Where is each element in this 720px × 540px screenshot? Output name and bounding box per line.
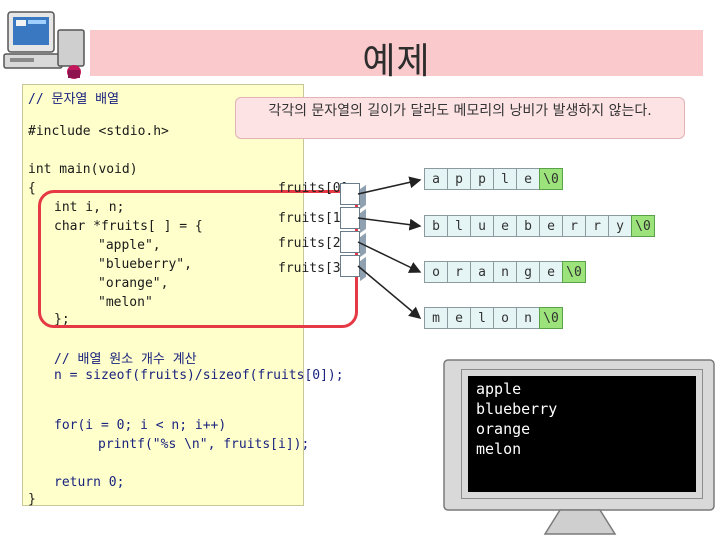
- code-close-init: };: [54, 312, 70, 327]
- char-cell: l: [493, 168, 517, 190]
- code-printf-line: printf("%s \n", fruits[i]);: [98, 437, 310, 452]
- null-terminator-cell: \0: [539, 307, 563, 329]
- console-output-screen: apple blueberry orange melon: [462, 370, 702, 498]
- pointer-cell-3: [340, 255, 360, 277]
- output-line-1: apple: [476, 380, 522, 398]
- output-line-3: orange: [476, 420, 531, 438]
- output-line-2: blueberry: [476, 400, 558, 418]
- code-close-brace: }: [28, 492, 36, 507]
- char-cell: l: [470, 307, 494, 329]
- char-cell: o: [493, 307, 517, 329]
- char-cell: e: [447, 307, 471, 329]
- char-cell: r: [585, 215, 609, 237]
- code-panel: [22, 84, 304, 506]
- code-char-decl-line: char *fruits[ ] = {: [54, 219, 203, 234]
- code-open-brace: {: [28, 181, 36, 196]
- arrow-2: [357, 241, 422, 273]
- code-comment-line: // 문자열 배열: [28, 92, 120, 107]
- char-cell: g: [516, 261, 540, 283]
- title-banner: 예제: [90, 30, 703, 82]
- pointer-label-1: fruits[1]: [278, 211, 349, 226]
- char-cell: b: [424, 215, 448, 237]
- code-for-line: for(i = 0; i < n; i++): [54, 418, 227, 433]
- pointer-cell-2: [340, 231, 360, 253]
- code-comment-count: // 배열 원소 개수 계산: [54, 352, 197, 367]
- char-cell: u: [470, 215, 494, 237]
- callout-box: 각각의 문자열의 길이가 달라도 메모리의 낭비가 발생하지 않는다.: [235, 97, 685, 139]
- arrow-0: [357, 176, 422, 195]
- pointer-label-0: fruits[0]: [278, 181, 349, 196]
- char-cell: e: [539, 261, 563, 283]
- arrow-1: [357, 217, 422, 231]
- char-cell: r: [562, 215, 586, 237]
- null-terminator-cell: \0: [539, 168, 563, 190]
- pointer-label-2: fruits[2]: [278, 236, 349, 251]
- char-cell: n: [516, 307, 540, 329]
- char-cell: r: [447, 261, 471, 283]
- code-item-melon: "melon": [98, 295, 153, 310]
- char-cell: o: [424, 261, 448, 283]
- computer-clipart-icon: [3, 11, 85, 79]
- code-return-line: return 0;: [54, 475, 125, 490]
- char-cell: e: [539, 215, 563, 237]
- pointer-cell-0: [340, 183, 360, 205]
- code-item-blueberry: "blueberry",: [98, 257, 192, 272]
- code-count-line: n = sizeof(fruits)/sizeof(fruits[0]);: [54, 368, 344, 383]
- pointer-cell-1: [340, 207, 360, 229]
- char-cell: n: [493, 261, 517, 283]
- char-cell: a: [470, 261, 494, 283]
- code-item-orange: "orange",: [98, 276, 169, 291]
- char-cell: y: [608, 215, 632, 237]
- page-title: 예제: [362, 41, 431, 82]
- char-cell: l: [447, 215, 471, 237]
- code-item-apple: "apple",: [98, 238, 161, 253]
- char-cell: p: [447, 168, 471, 190]
- char-cell: p: [470, 168, 494, 190]
- code-decl-line: int i, n;: [54, 200, 125, 215]
- output-line-4: melon: [476, 440, 522, 458]
- null-terminator-cell: \0: [562, 261, 586, 283]
- null-terminator-cell: \0: [631, 215, 655, 237]
- code-include-line: #include <stdio.h>: [28, 124, 169, 139]
- char-cell: m: [424, 307, 448, 329]
- code-main-line: int main(void): [28, 162, 138, 177]
- callout-text: 각각의 문자열의 길이가 달라도 메모리의 낭비가 발생하지 않는다.: [268, 103, 652, 119]
- char-cell: b: [516, 215, 540, 237]
- char-cell: a: [424, 168, 448, 190]
- arrow-3: [357, 265, 422, 319]
- char-cell: e: [493, 215, 517, 237]
- pointer-label-3: fruits[3]: [278, 261, 349, 276]
- char-cell: e: [516, 168, 540, 190]
